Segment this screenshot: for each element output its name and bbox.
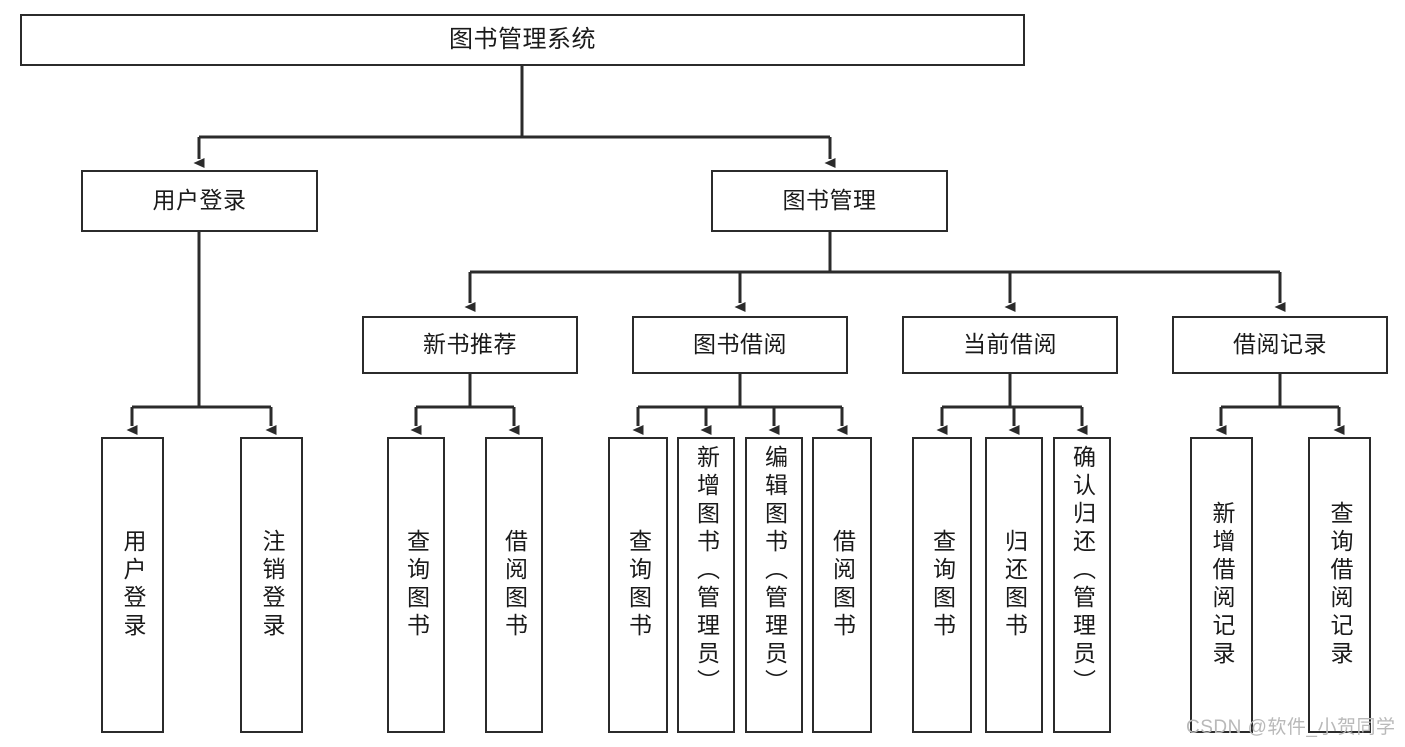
node-leaf-query-book-2[interactable]: 查询图书 [608,437,668,733]
node-leaf-add-record-label: 新增借阅记录 [1209,501,1235,669]
node-leaf-borrow-book-2[interactable]: 借阅图书 [812,437,872,733]
node-book-manage[interactable]: 图书管理 [711,170,948,232]
node-leaf-query-book-2-label: 查询图书 [625,529,652,641]
node-leaf-return-book-label: 归还图书 [1001,529,1028,641]
node-book-borrow[interactable]: 图书借阅 [632,316,848,374]
node-current-borrow-label: 当前借阅 [963,331,1057,358]
node-leaf-logout-label: 注销登录 [259,529,285,641]
node-leaf-add-book[interactable]: 新增图书（管理员） [677,437,735,733]
watermark-text: CSDN @软件_小贺同学 [1186,717,1396,738]
node-leaf-add-book-label: 新增图书（管理员） [693,445,720,697]
node-leaf-add-record[interactable]: 新增借阅记录 [1190,437,1253,733]
node-leaf-return-book[interactable]: 归还图书 [985,437,1043,733]
node-new-book-recommend[interactable]: 新书推荐 [362,316,578,374]
node-root-label: 图书管理系统 [449,25,596,53]
node-leaf-query-record-label: 查询借阅记录 [1327,501,1353,669]
node-current-borrow[interactable]: 当前借阅 [902,316,1118,374]
node-user-login-label: 用户登录 [152,187,247,214]
node-leaf-logout[interactable]: 注销登录 [240,437,303,733]
node-new-book-recommend-label: 新书推荐 [423,331,517,358]
node-leaf-borrow-book-1[interactable]: 借阅图书 [485,437,543,733]
node-leaf-confirm-return-label: 确认归还（管理员） [1069,445,1096,697]
node-leaf-edit-book[interactable]: 编辑图书（管理员） [745,437,803,733]
node-leaf-confirm-return[interactable]: 确认归还（管理员） [1053,437,1111,733]
node-leaf-query-book-3-label: 查询图书 [929,529,956,641]
node-leaf-edit-book-label: 编辑图书（管理员） [761,445,788,697]
node-leaf-query-book-3[interactable]: 查询图书 [912,437,972,733]
node-borrow-record-label: 借阅记录 [1233,331,1327,358]
node-leaf-borrow-book-1-label: 借阅图书 [501,529,528,641]
node-book-manage-label: 图书管理 [782,187,877,214]
node-leaf-user-login[interactable]: 用户登录 [101,437,164,733]
node-user-login[interactable]: 用户登录 [81,170,318,232]
node-borrow-record[interactable]: 借阅记录 [1172,316,1388,374]
node-leaf-borrow-book-2-label: 借阅图书 [829,529,856,641]
node-leaf-query-book-1[interactable]: 查询图书 [387,437,445,733]
node-leaf-user-login-label: 用户登录 [120,529,146,641]
node-leaf-query-record[interactable]: 查询借阅记录 [1308,437,1371,733]
node-leaf-query-book-1-label: 查询图书 [403,529,430,641]
node-root[interactable]: 图书管理系统 [20,14,1025,66]
node-book-borrow-label: 图书借阅 [693,331,787,358]
